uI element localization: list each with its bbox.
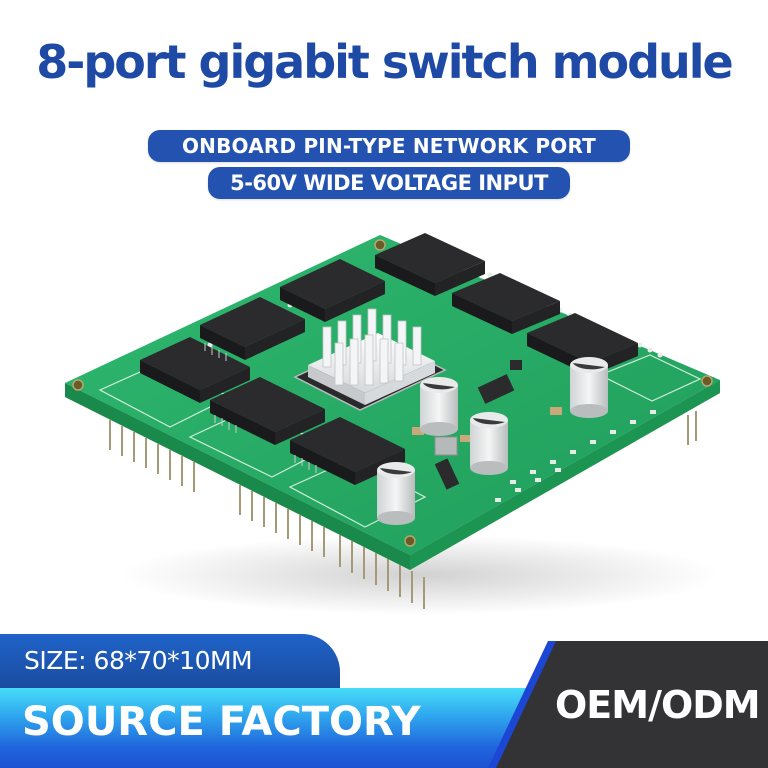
pin-header-front-left bbox=[109, 411, 697, 609]
oem-odm-label: OEM/ODM bbox=[555, 683, 761, 727]
capacitor bbox=[420, 377, 458, 436]
feature-badge-voltage: 5-60V WIDE VOLTAGE INPUT bbox=[208, 167, 570, 199]
capacitor bbox=[377, 462, 415, 525]
transformer-chip bbox=[210, 377, 325, 445]
factory-label: SOURCE FACTORY bbox=[22, 699, 421, 745]
transformer-chip bbox=[375, 233, 485, 296]
size-label: SIZE: 68*70*10MM bbox=[24, 646, 253, 675]
transformer-chip bbox=[452, 273, 560, 334]
capacitors bbox=[377, 357, 608, 525]
capacitor bbox=[470, 412, 508, 475]
size-tab bbox=[0, 634, 340, 692]
inductor bbox=[434, 436, 458, 456]
pcb-product-image bbox=[65, 233, 720, 615]
transformer-chip bbox=[140, 337, 250, 403]
capacitor bbox=[570, 357, 608, 418]
transformer-chip bbox=[200, 297, 305, 360]
page-title: 8-port gigabit switch module bbox=[36, 35, 734, 89]
transformer-chip bbox=[280, 259, 385, 322]
feature-badge-pin-port: ONBOARD PIN-TYPE NETWORK PORT bbox=[148, 130, 630, 162]
switch-ic-heatsink bbox=[293, 308, 447, 411]
